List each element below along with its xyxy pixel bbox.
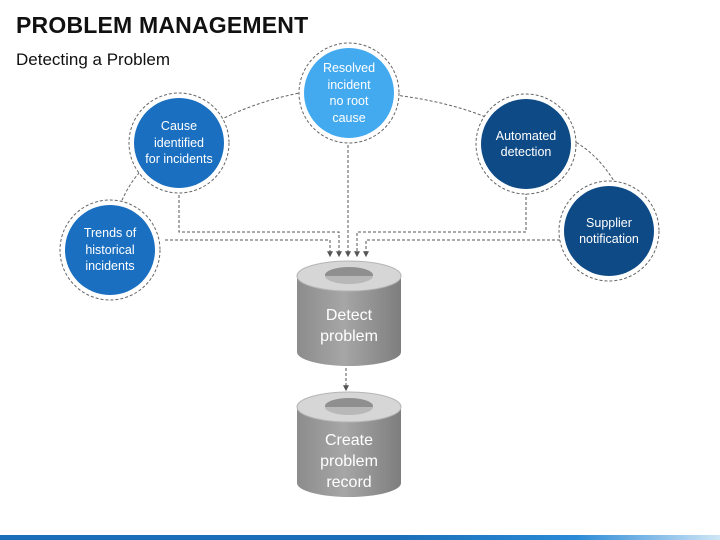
node-resolved-fill xyxy=(304,48,394,138)
node-supplier-fill xyxy=(564,186,654,276)
input-arrows xyxy=(165,140,560,258)
node-supplier-label: Supplier notification xyxy=(579,215,639,247)
node-trends-fill xyxy=(65,205,155,295)
step-create-label: Create problem record xyxy=(320,431,378,491)
node-automated xyxy=(475,93,577,195)
footer-accent-bar xyxy=(0,535,720,540)
cylinder-detect xyxy=(296,260,402,366)
page-title: PROBLEM MANAGEMENT xyxy=(16,12,309,38)
node-resolved-label: Resolved incident no root cause xyxy=(322,61,376,125)
node-cause xyxy=(128,92,230,194)
node-automated-fill xyxy=(481,99,571,189)
node-trends xyxy=(59,199,161,301)
node-automated-label: Automated detection xyxy=(495,128,557,160)
node-resolved xyxy=(298,42,400,144)
node-supplier xyxy=(558,180,660,282)
node-cause-fill xyxy=(134,98,224,188)
cylinder-create xyxy=(296,391,402,497)
step-detect-label: Detect problem xyxy=(320,307,378,345)
node-cause-label: Cause identified for incidents xyxy=(145,119,213,167)
node-trends-label: Trends of historical incidents xyxy=(83,226,137,274)
page-subtitle: Detecting a Problem xyxy=(16,50,171,69)
